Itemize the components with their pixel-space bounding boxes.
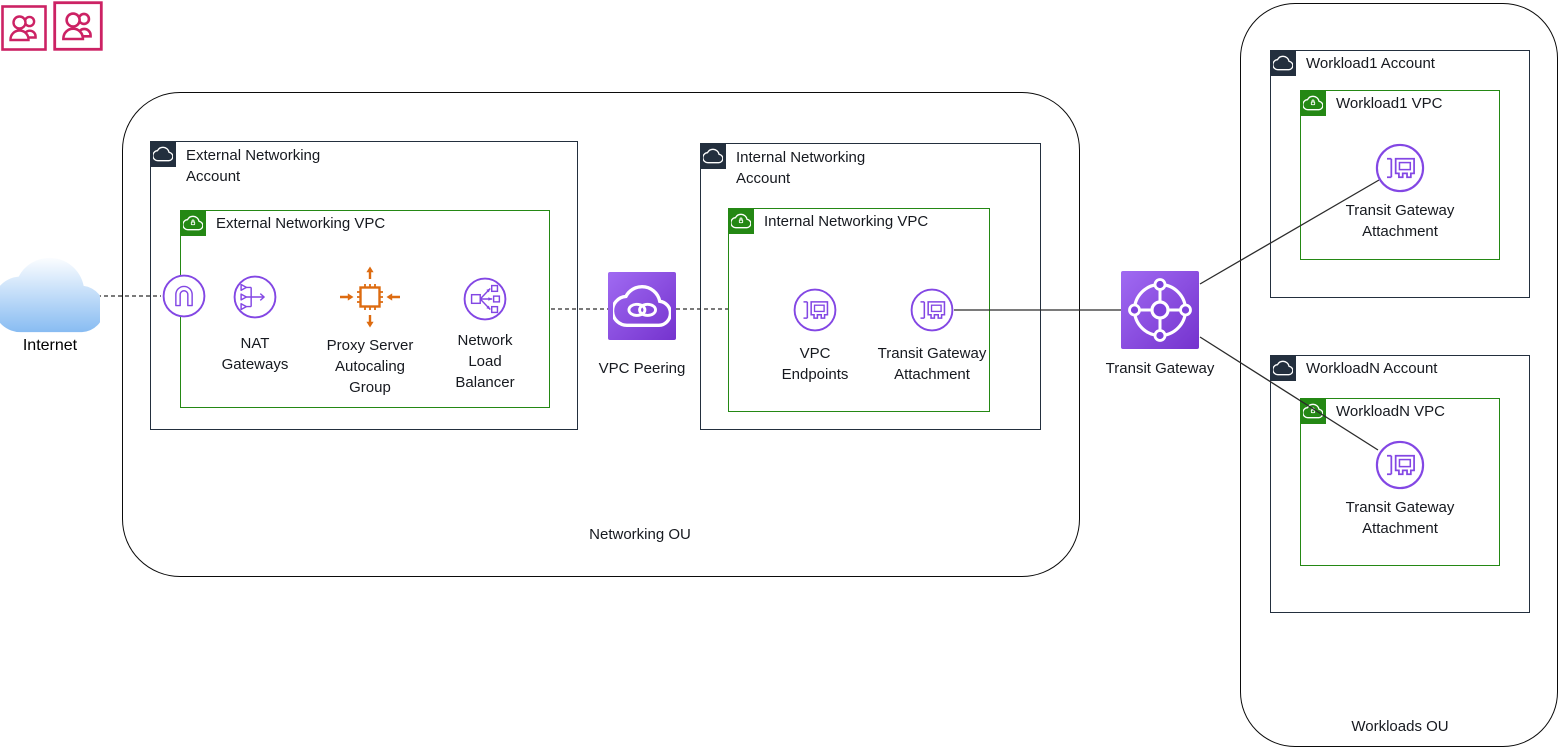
transit-gateway-attachment-icon <box>910 288 954 332</box>
vpc-icon <box>180 210 206 236</box>
vpc-endpoints-icon <box>793 288 837 332</box>
account-icon <box>1270 50 1296 76</box>
networking-ou-group <box>122 92 1080 577</box>
nat-gateway-icon <box>233 275 277 319</box>
auto-scaling-group-icon <box>340 266 400 328</box>
nat-gateways-label: NAT Gateways <box>221 335 289 373</box>
vpc-peering-label: VPC Peering <box>598 360 686 377</box>
workloadn-account-label: WorkloadN Account <box>1306 360 1438 377</box>
account-icon <box>1270 355 1296 381</box>
internal-networking-vpc-label: Internal Networking VPC <box>764 213 929 230</box>
external-networking-vpc-label: External Networking VPC <box>216 215 386 232</box>
networking-ou-label: Networking OU <box>589 526 691 543</box>
internal-networking-vpc-group <box>728 208 990 412</box>
internet-label: Internet <box>22 337 78 354</box>
account-icon <box>700 143 726 169</box>
transit-gateway-attachment-label: Transit Gateway Attachment <box>877 345 987 383</box>
network-load-balancer-icon <box>463 277 507 321</box>
workloads-ou-label: Workloads OU <box>1351 718 1449 735</box>
vpc-icon <box>728 208 754 234</box>
workload1-account-group <box>1270 50 1530 298</box>
transit-gateway-attachment-label: Transit Gateway Attachment <box>1345 499 1455 537</box>
transit-gateway-attachment-icon <box>1375 440 1425 490</box>
vpc-peering-icon <box>608 272 676 340</box>
workload1-vpc-group <box>1300 90 1500 260</box>
workloadn-vpc-label: WorkloadN VPC <box>1336 403 1445 420</box>
external-networking-account-group <box>150 141 578 430</box>
external-networking-account-label: External Networking Account <box>186 147 321 185</box>
networking-ou-icon <box>1 5 47 51</box>
network-load-balancer-label: Network Load Balancer <box>455 332 515 391</box>
transit-gateway-attachment-label: Transit Gateway Attachment <box>1345 202 1455 240</box>
transit-gateway-label: Transit Gateway <box>1105 360 1215 377</box>
vpc-endpoints-label: VPC Endpoints <box>781 345 849 383</box>
transit-gateway-icon <box>1121 271 1199 349</box>
internal-networking-account-group <box>700 143 1041 430</box>
internet-cloud-icon <box>0 257 100 333</box>
transit-gateway-attachment-icon <box>1375 143 1425 193</box>
workloads-ou-icon <box>53 1 104 51</box>
workload1-vpc-label: Workload1 VPC <box>1336 95 1443 112</box>
proxy-asg-label: Proxy Server Autocaling Group <box>326 337 414 396</box>
internet-gateway-icon <box>162 274 206 318</box>
workload1-account-label: Workload1 Account <box>1306 55 1435 72</box>
vpc-icon <box>1300 398 1326 424</box>
vpc-icon <box>1300 90 1326 116</box>
account-icon <box>150 141 176 167</box>
internal-networking-account-label: Internal Networking Account <box>736 149 866 187</box>
